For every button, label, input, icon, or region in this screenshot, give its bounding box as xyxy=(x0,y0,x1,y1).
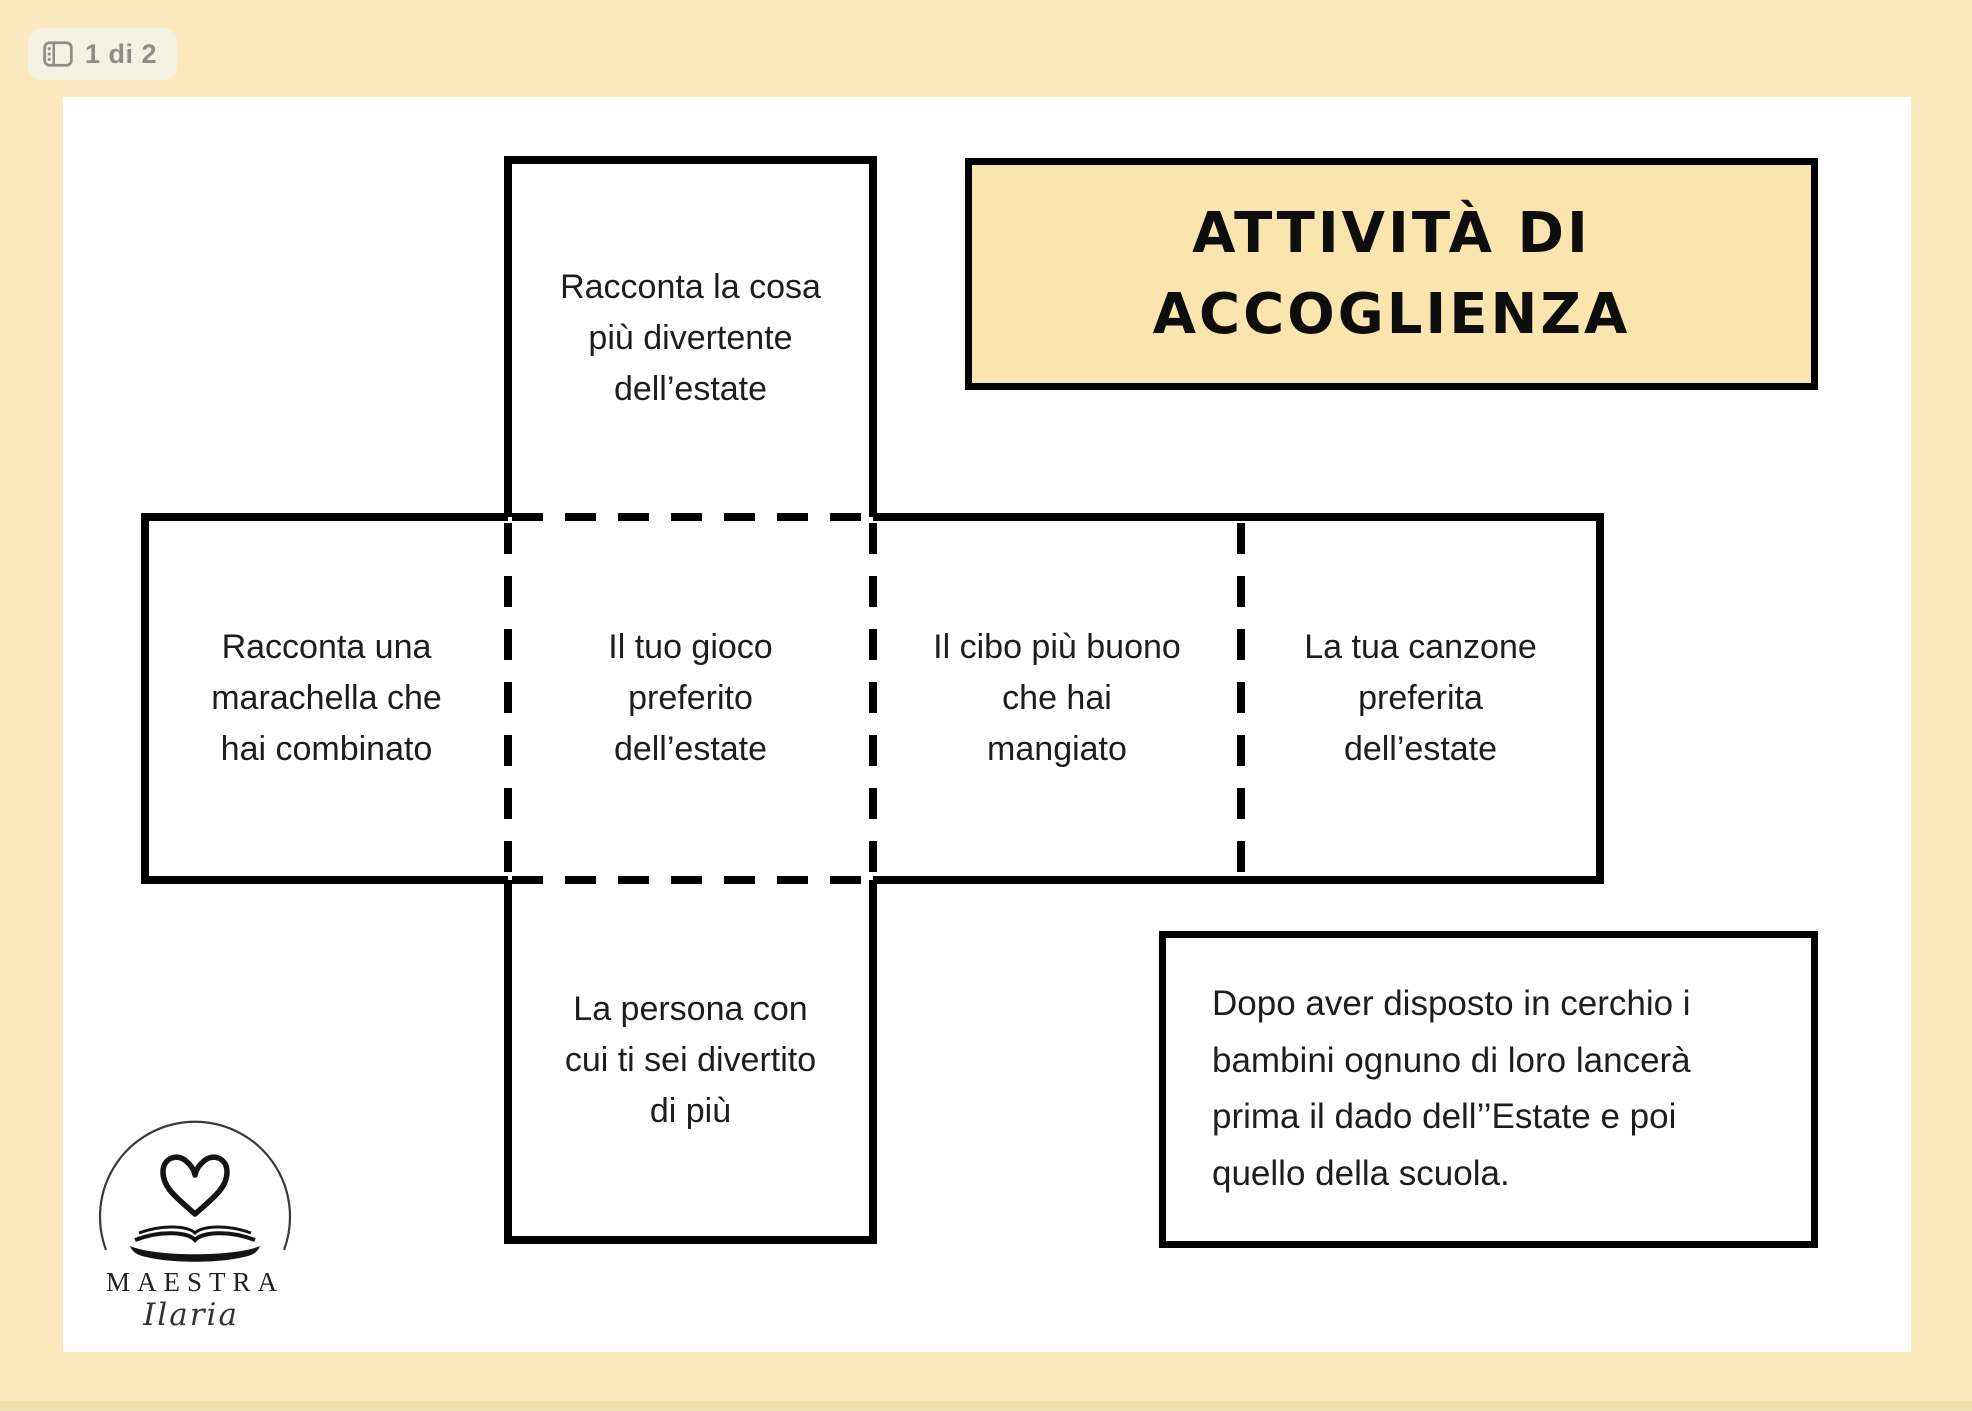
page-indicator-badge[interactable]: 1 di 2 xyxy=(28,28,178,80)
dice-face-bottom: La persona con cui ti sei divertito di p… xyxy=(564,989,817,1130)
page-indicator-label: 1 di 2 xyxy=(85,38,158,69)
logo-subname: Ilaria xyxy=(142,1297,239,1333)
instruction-box: Dopo aver disposto in cerchio i bambini … xyxy=(1159,931,1818,1248)
logo-arc xyxy=(98,1120,292,1251)
logo-name: MAESTRA xyxy=(106,1267,284,1297)
title-box: ATTIVITÀ DI ACCOGLIENZA xyxy=(965,158,1818,390)
heart-icon xyxy=(160,1154,230,1217)
dice-face-center: Il tuo gioco preferito dell’estate xyxy=(608,628,773,768)
dice-face-far-right: La tua canzone preferita dell’estate xyxy=(1304,628,1537,768)
dice-face-right: Il cibo più buono che hai mangiato xyxy=(933,628,1181,768)
dice-face-left: Racconta una marachella che hai combinat… xyxy=(211,628,442,768)
page-thumbnails-panel-icon xyxy=(43,41,73,67)
bottom-edge-strip xyxy=(0,1401,1972,1411)
dice-face-top: Racconta la cosa più divertente dell’est… xyxy=(560,268,821,408)
maestra-ilaria-logo: MAESTRA Ilaria xyxy=(98,1120,292,1333)
open-book-icon xyxy=(130,1225,260,1262)
